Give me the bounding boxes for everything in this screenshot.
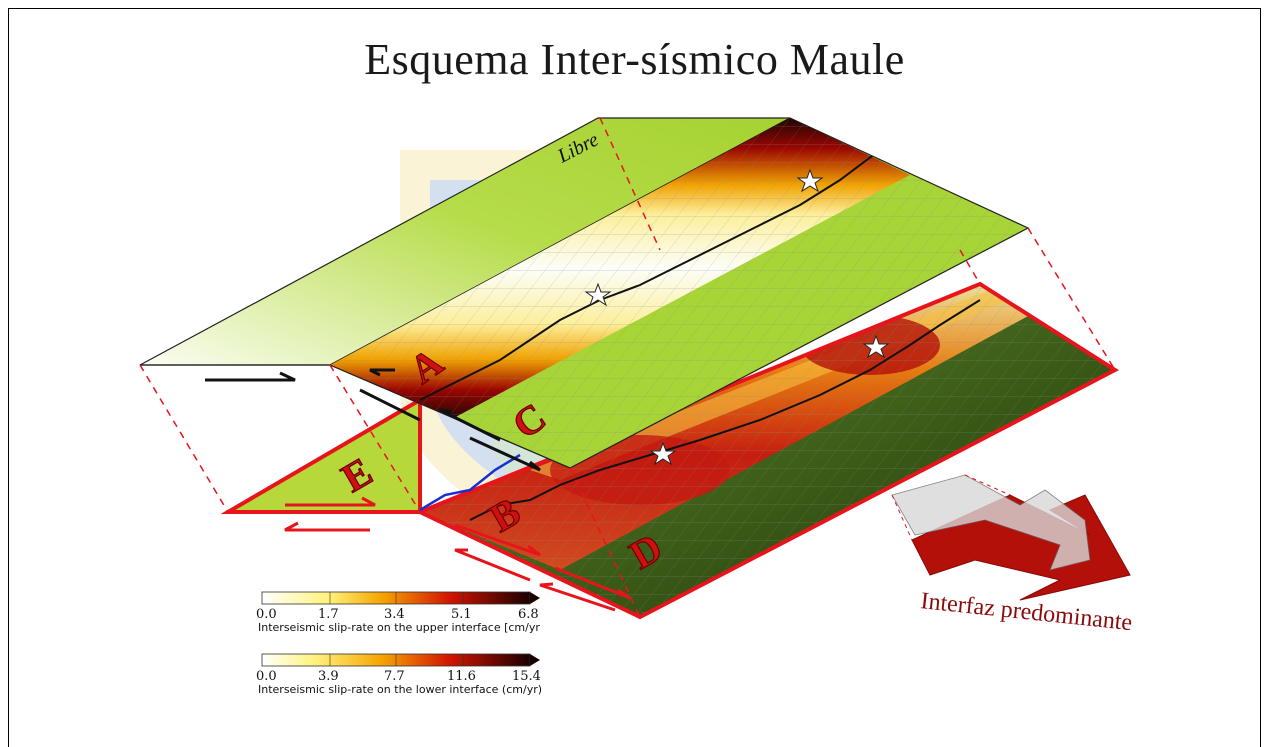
cb2-tick-3: 11.6 <box>447 669 476 684</box>
figure-title: Esquema Inter-sísmico Maule <box>364 35 905 84</box>
cb1-tick-0: 0.0 <box>256 607 277 622</box>
figure-frame <box>8 8 1261 747</box>
motion-arrows <box>205 368 631 612</box>
cb2-tick-2: 7.7 <box>384 669 405 684</box>
cb2-tick-0: 0.0 <box>256 669 277 684</box>
colorbar-lower: 0.0 3.9 7.7 11.6 15.4 Interseismic slip-… <box>256 653 542 696</box>
epicenter-stars <box>584 168 890 466</box>
colorbar-upper: 0.0 1.7 3.4 5.1 6.8 Interseismic slip-ra… <box>256 591 540 634</box>
cb2-tick-4: 15.4 <box>512 669 541 684</box>
cb1-label: Interseismic slip-rate on the upper inte… <box>258 621 540 634</box>
cb1-tick-3: 5.1 <box>451 607 472 622</box>
cb2-label: Interseismic slip-rate on the lower inte… <box>258 683 542 696</box>
interfaz-label: Interfaz predominante <box>919 588 1133 636</box>
projection-lines <box>139 117 1116 618</box>
predominant-interface-arrow <box>891 474 1131 601</box>
cb1-tick-1: 1.7 <box>318 607 339 622</box>
cb1-tick-4: 6.8 <box>518 607 539 622</box>
cb1-tick-2: 3.4 <box>384 607 405 622</box>
cb2-tick-1: 3.9 <box>318 669 339 684</box>
